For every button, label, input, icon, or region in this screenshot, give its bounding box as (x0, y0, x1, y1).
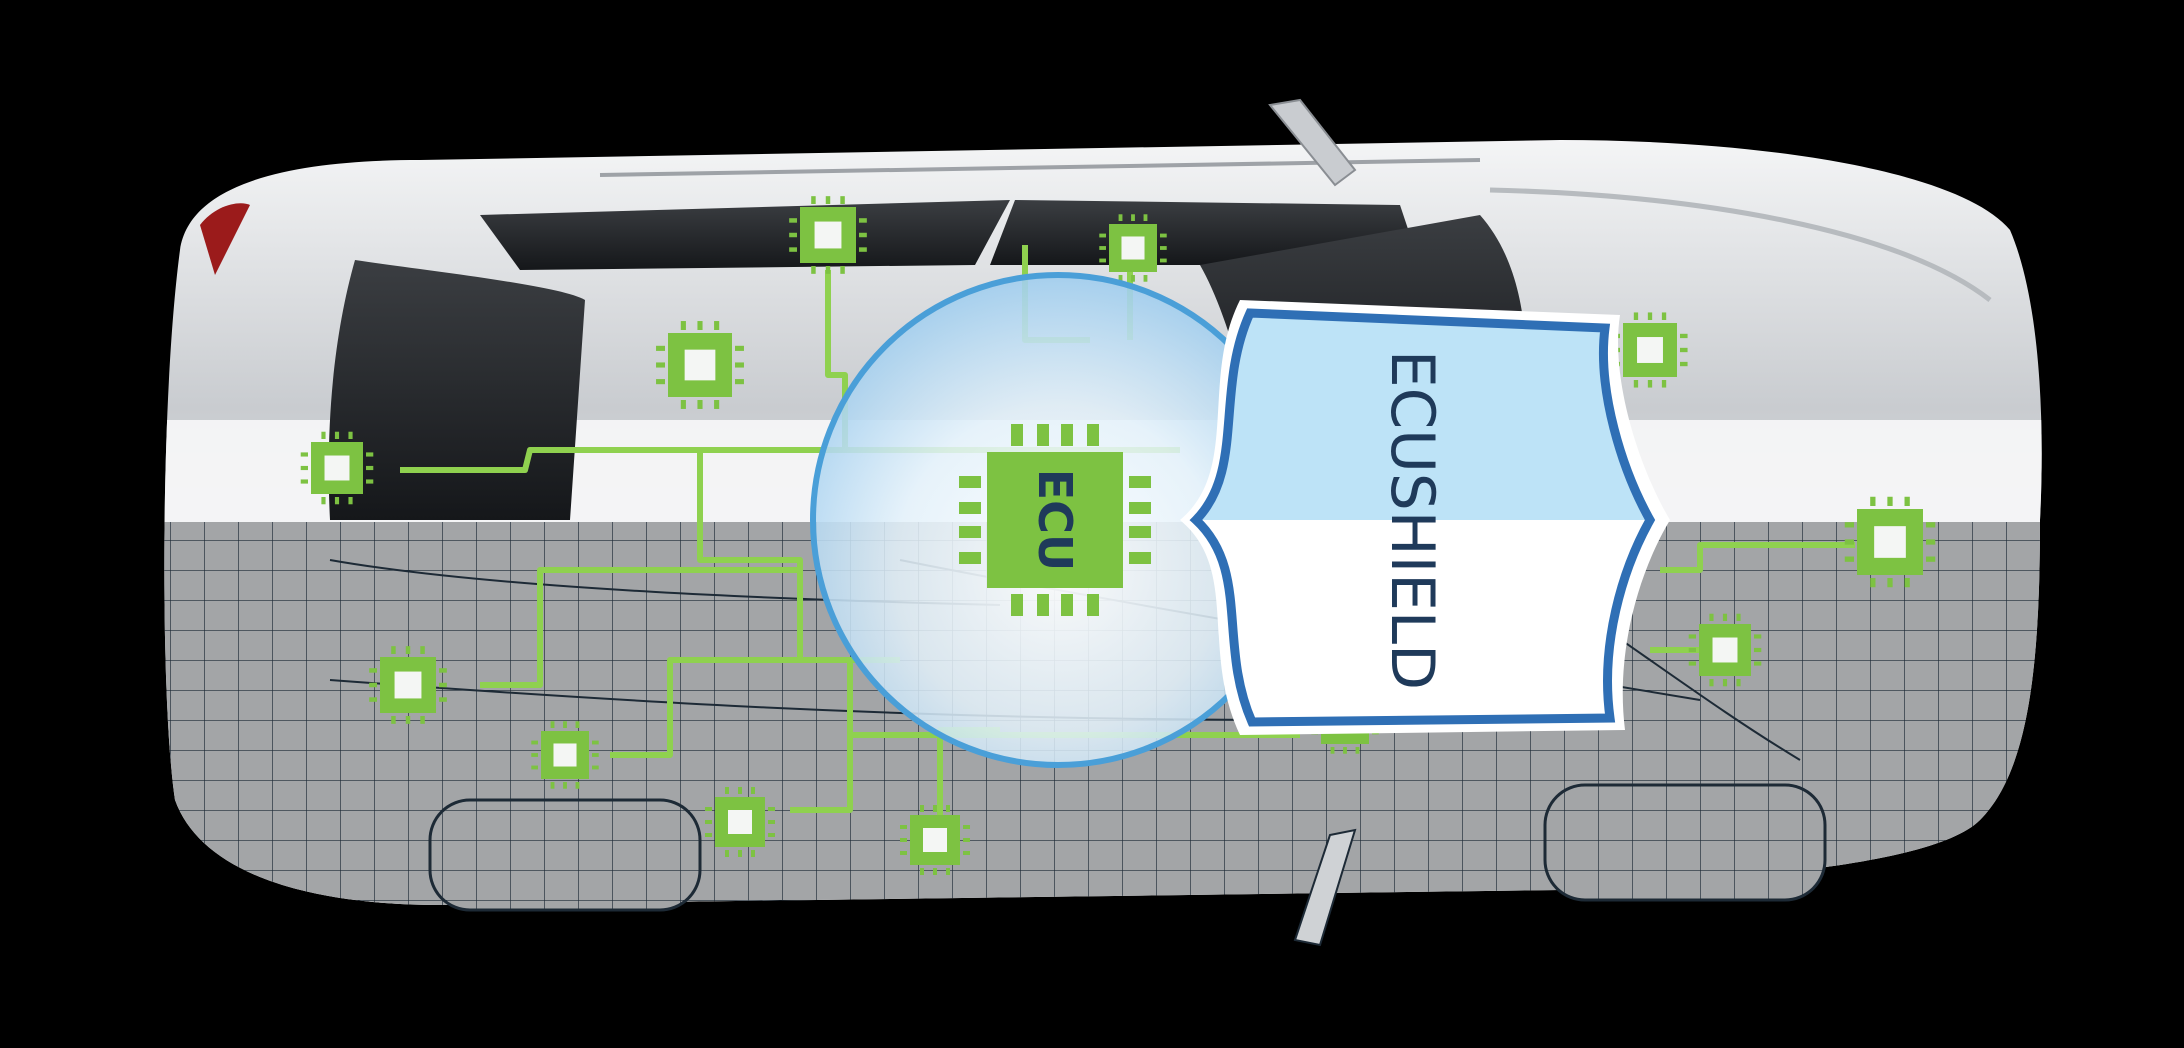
trace-6 (480, 567, 800, 688)
microchip-icon (369, 646, 447, 724)
antenna (1268, 98, 1357, 187)
front-wheel (1543, 783, 1827, 902)
microchip-icon (705, 787, 775, 857)
side-window-front (480, 200, 1010, 270)
hood-crease (1489, 187, 1992, 302)
microchip-icon (900, 805, 970, 875)
shield-border (1189, 308, 1656, 727)
shield-icon: ECUSHIELD (1180, 300, 1670, 735)
taillight (200, 203, 250, 275)
trace-5 (697, 450, 803, 660)
main-ecu-chip-body (987, 452, 1123, 588)
microchip-icon (1099, 214, 1167, 282)
side-mirror (1293, 828, 1357, 947)
microchip-icon (300, 431, 374, 505)
trace-8 (790, 660, 853, 813)
microchip-icon (656, 321, 744, 409)
microchip-icon (1612, 312, 1688, 388)
shield-fill-top (1196, 313, 1650, 520)
microchip-icon (1844, 496, 1936, 588)
trace-7 (610, 657, 900, 758)
microchip-icon (789, 196, 867, 274)
trace-12 (1660, 542, 1855, 573)
main-ecu-chip: ECU (959, 424, 1151, 616)
shield-label: ECUSHIELD (1377, 350, 1447, 690)
ecu-chip-label: ECU (1028, 469, 1082, 572)
rear-windshield (328, 260, 585, 520)
microchip-icon (1688, 613, 1762, 687)
rear-wheel (428, 798, 702, 912)
microchip-icon (531, 721, 599, 789)
